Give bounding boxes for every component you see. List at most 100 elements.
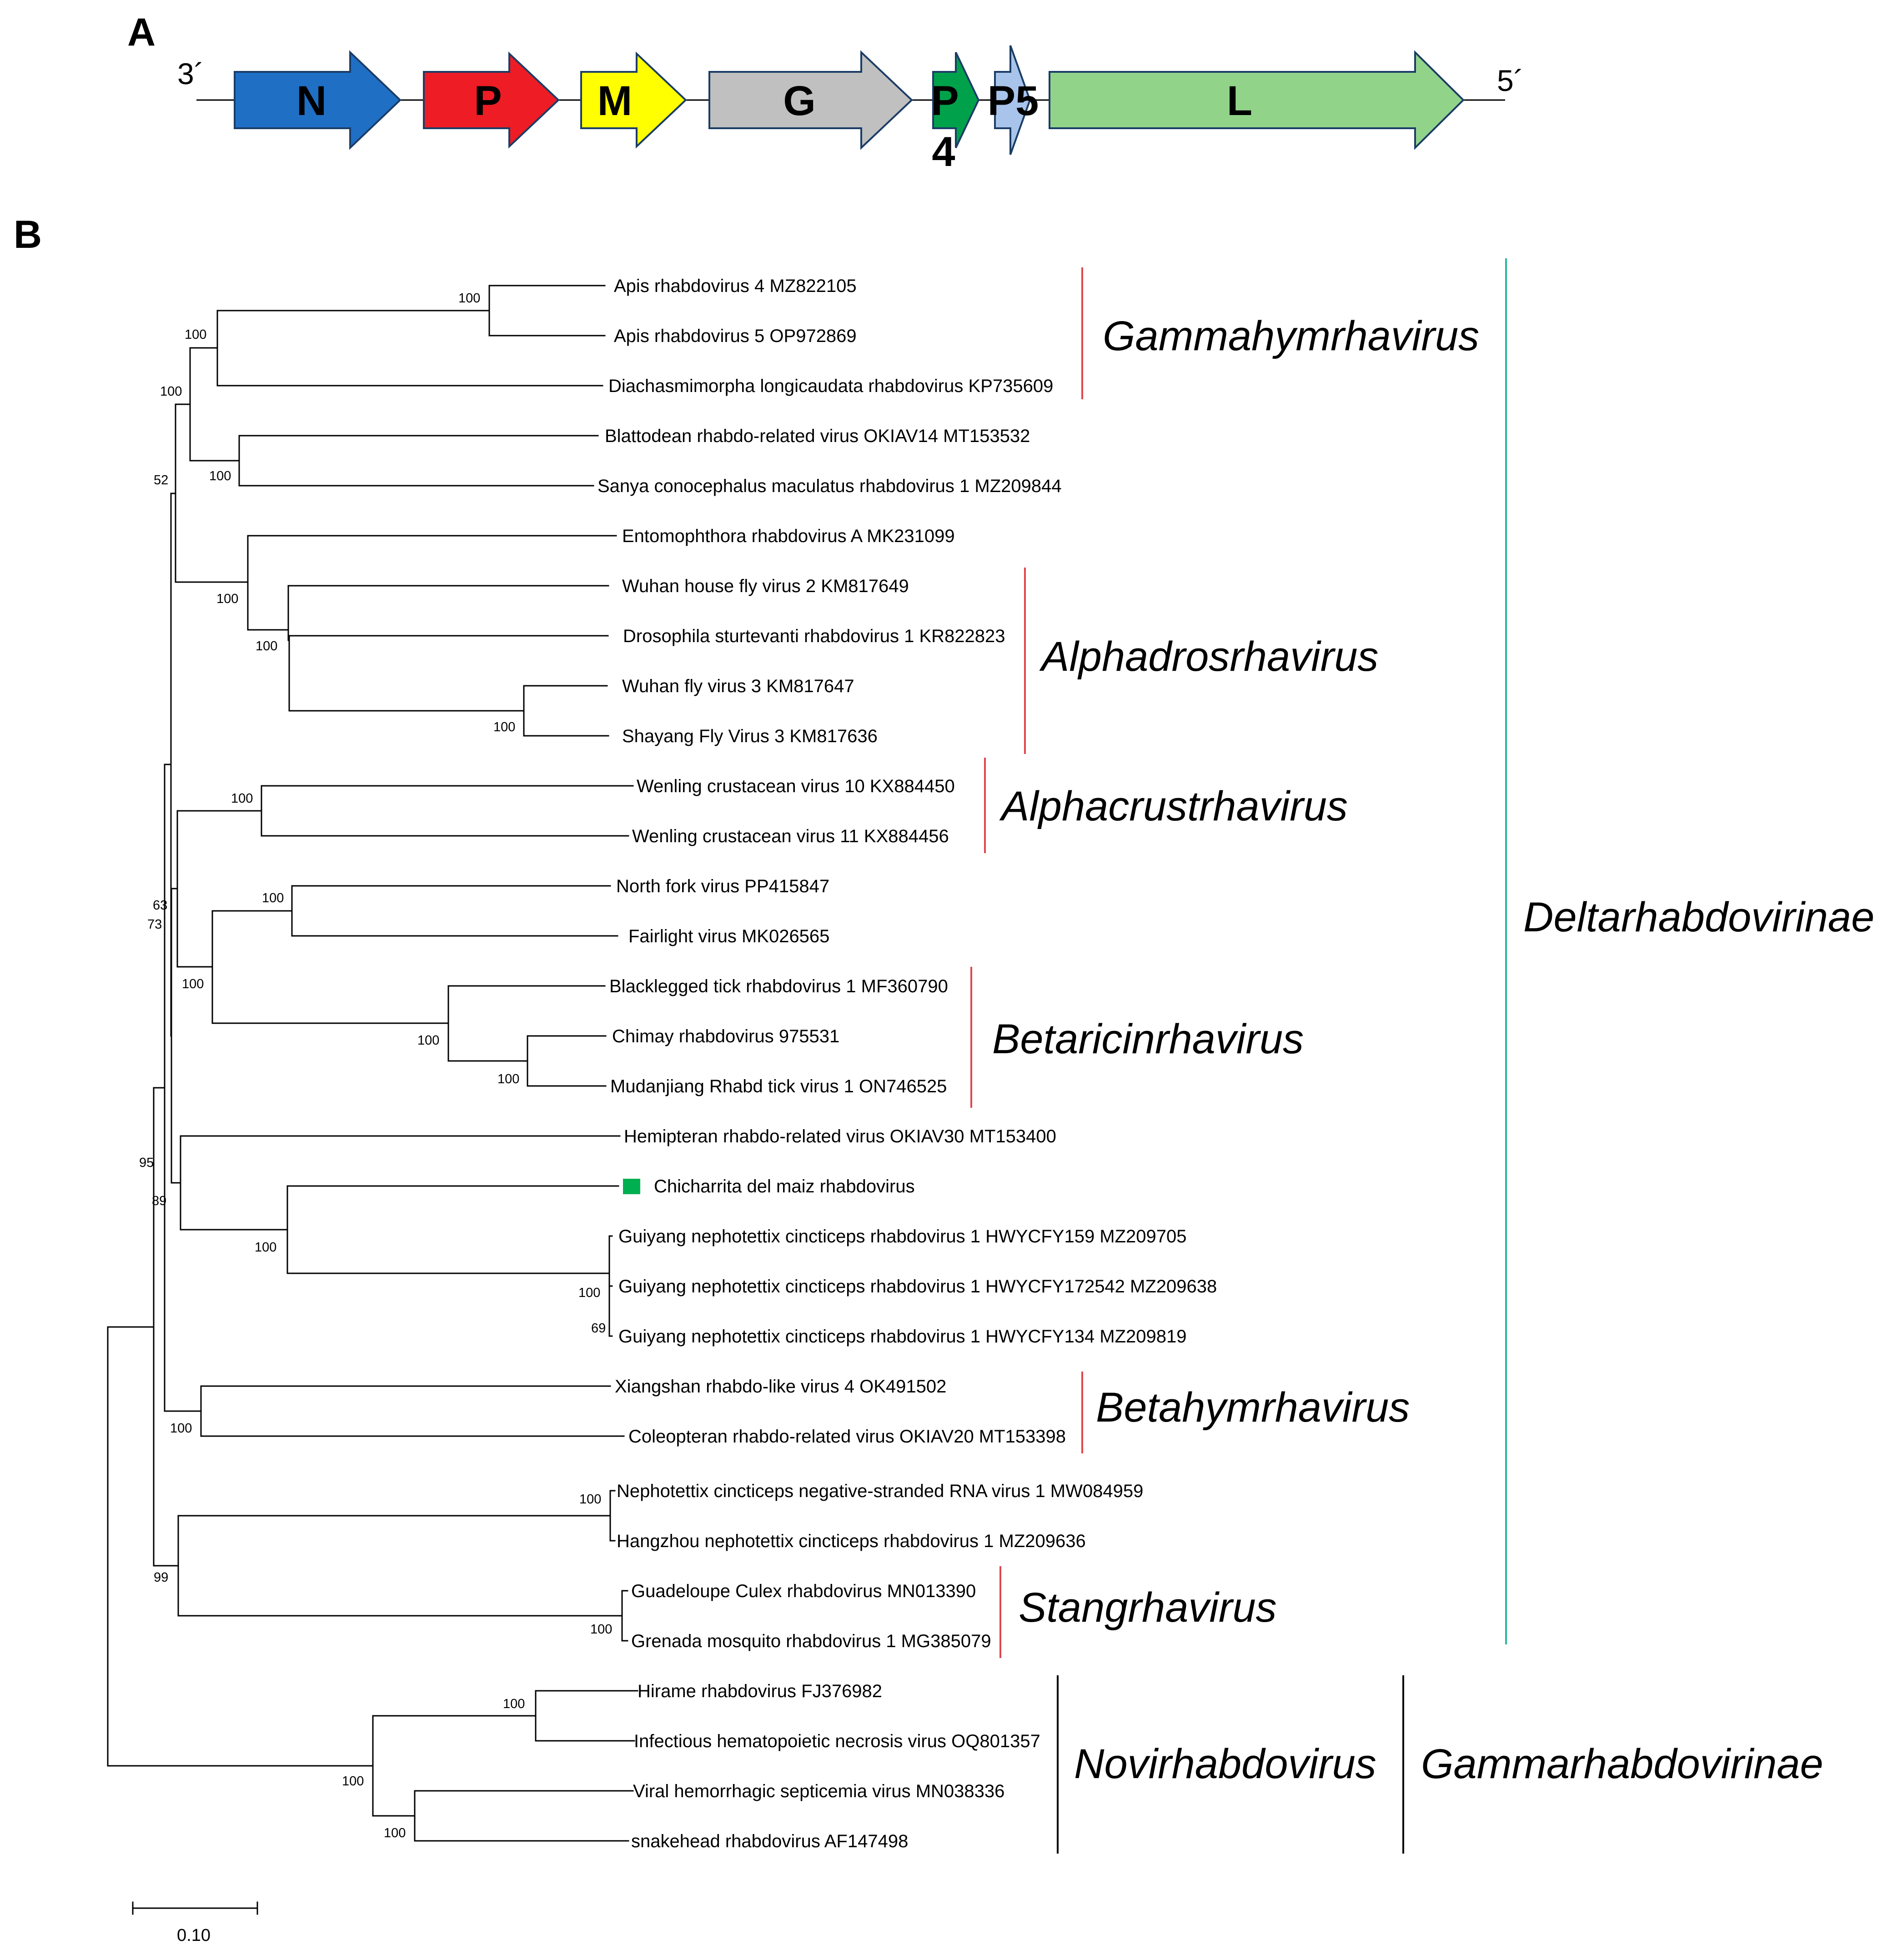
gene-p4-sublabel: 4 (932, 129, 955, 175)
subfamily-annotations: Deltarhabdovirinae Gammarhabdovirinae (1402, 258, 1874, 1854)
gene-m-arrow: M (580, 51, 687, 149)
gene-p4-shape (932, 52, 980, 148)
bootstrap-value: 100 (185, 327, 206, 342)
bootstrap-value: 100 (497, 1072, 519, 1086)
taxon-label: Apis rhabdovirus 5 OP972869 (614, 326, 857, 346)
taxon-label: Guiyang nephotettix cincticeps rhabdovir… (618, 1277, 1217, 1297)
taxon-label: Xiangshan rhabdo-like virus 4 OK491502 (615, 1377, 946, 1397)
taxon-label: Hemipteran rhabdo-related virus OKIAV30 … (624, 1126, 1056, 1146)
branch (608, 1235, 613, 1337)
branch (180, 1135, 621, 1231)
bootstrap-value: 100 (458, 291, 480, 306)
taxon-label: Chimay rhabdovirus 975531 (612, 1026, 839, 1046)
taxon-label: Entomophthora rhabdovirus A MK231099 (622, 526, 955, 546)
branch (523, 685, 609, 737)
gene-p5-label: P5 (988, 78, 1039, 124)
branch (164, 764, 202, 1412)
taxon-label: Grenada mosquito rhabdovirus 1 MG385079 (631, 1631, 991, 1651)
branch (527, 1035, 607, 1087)
gene-p-shape (423, 51, 560, 149)
genus-label: Alphadrosrhavirus (1039, 633, 1378, 680)
branch (176, 810, 262, 968)
branch (107, 1326, 374, 1767)
taxon-label: Viral hemorrhagic septicemia virus MN038… (633, 1781, 1004, 1801)
taxon-labels: Apis rhabdovirus 4 MZ822105 Apis rhabdov… (598, 276, 1217, 1851)
genus-annotations: Gammahymrhavirus Alphadrosrhavirus Alpha… (970, 267, 1479, 1854)
branch (177, 1515, 623, 1617)
bootstrap-value: 73 (147, 917, 162, 932)
gene-p5-shape (994, 45, 1031, 155)
branch (291, 885, 618, 937)
bootstrap-value: 100 (384, 1826, 406, 1840)
bootstrap-value: 89 (152, 1194, 166, 1208)
branch (238, 435, 599, 487)
taxon-label: snakehead rhabdovirus AF147498 (631, 1831, 908, 1851)
genus-label: Gammahymrhavirus (1103, 313, 1479, 359)
taxon-label: Guiyang nephotettix cincticeps rhabdovir… (618, 1226, 1187, 1246)
taxon-label: Guiyang nephotettix cincticeps rhabdovir… (618, 1327, 1187, 1347)
highlight-marker-icon (623, 1179, 640, 1194)
branch (287, 585, 609, 641)
gene-p5-arrow: P5 (988, 45, 1039, 155)
gene-l-label: L (1227, 78, 1252, 124)
scale-bar: 0.10 (132, 1901, 258, 1945)
bootstrap-value: 100 (256, 639, 277, 653)
bootstrap-value: 52 (154, 473, 168, 487)
bootstrap-value: 100 (493, 720, 515, 734)
branch (535, 1690, 638, 1742)
taxon-label: Wenling crustacean virus 11 KX884456 (632, 826, 949, 846)
branch (200, 1385, 625, 1437)
taxon-label: Fairlight virus MK026565 (628, 926, 829, 946)
five-prime-end-label: 5´ (1497, 64, 1524, 97)
branch (372, 1715, 537, 1817)
gene-m-shape (580, 51, 687, 149)
subfamily-label: Gammarhabdovirinae (1421, 1741, 1823, 1787)
taxon-label: Mudanjiang Rhabd tick virus 1 ON746525 (610, 1076, 947, 1096)
bootstrap-value: 100 (160, 384, 182, 399)
taxon-label: Nephotettix cincticeps negative-stranded… (617, 1481, 1143, 1501)
bootstrap-value: 99 (154, 1570, 168, 1585)
branch (447, 985, 606, 1062)
gene-n-label: N (296, 78, 326, 124)
genus-label: Novirhabdovirus (1074, 1741, 1376, 1787)
gene-n-arrow: N (234, 50, 402, 150)
bootstrap-value: 100 (182, 977, 204, 991)
taxon-label: Diachasmimorpha longicaudata rhabdovirus… (608, 376, 1053, 396)
gene-m-label: M (598, 78, 633, 124)
branch (189, 347, 240, 462)
bootstrap-value: 100 (342, 1774, 364, 1789)
bootstrap-value: 69 (591, 1321, 606, 1336)
gene-g-shape (708, 50, 913, 150)
scale-bar-line (132, 1901, 258, 1915)
branch (247, 535, 617, 631)
taxon-label: Wuhan house fly virus 2 KM817649 (622, 576, 909, 596)
scale-bar-label: 0.10 (177, 1926, 211, 1945)
bootstrap-value: 100 (216, 592, 238, 606)
branch (286, 1185, 619, 1274)
branch (488, 285, 606, 337)
branch (288, 635, 609, 712)
gene-p4-arrow: P 4 (931, 52, 980, 175)
gene-p4-label: P (931, 78, 959, 124)
genus-label: Betahymrhavirus (1096, 1384, 1410, 1431)
panel-a-letter: A (127, 10, 156, 54)
bootstrap-value: 95 (139, 1156, 154, 1170)
branch (153, 1087, 179, 1567)
panel-b: B (14, 213, 1874, 1945)
gene-n-shape (234, 50, 402, 150)
bootstrap-value: 100 (170, 1421, 192, 1436)
genus-label: Alphacrustrhavirus (999, 783, 1348, 829)
bootstrap-value: 100 (503, 1697, 525, 1711)
branch (216, 310, 603, 387)
taxon-label: Blattodean rhabdo-related virus OKIAV14 … (605, 426, 1030, 446)
bootstrap-value: 100 (417, 1033, 439, 1048)
gene-l-arrow: L (1049, 50, 1465, 150)
bootstrap-value: 100 (579, 1492, 601, 1507)
genus-label: Betaricinrhavirus (992, 1016, 1304, 1062)
taxon-label: Guadeloupe Culex rhabdovirus MN013390 (631, 1581, 976, 1601)
panel-a: A 3´ 5´ N P M G P 4 P5 L (127, 10, 1524, 175)
bootstrap-values: 100 100 100 52 100 100 100 100 100 100 1… (139, 291, 612, 1840)
taxon-label-highlighted: Chicharrita del maiz rhabdovirus (654, 1176, 915, 1196)
branch (621, 1590, 628, 1642)
